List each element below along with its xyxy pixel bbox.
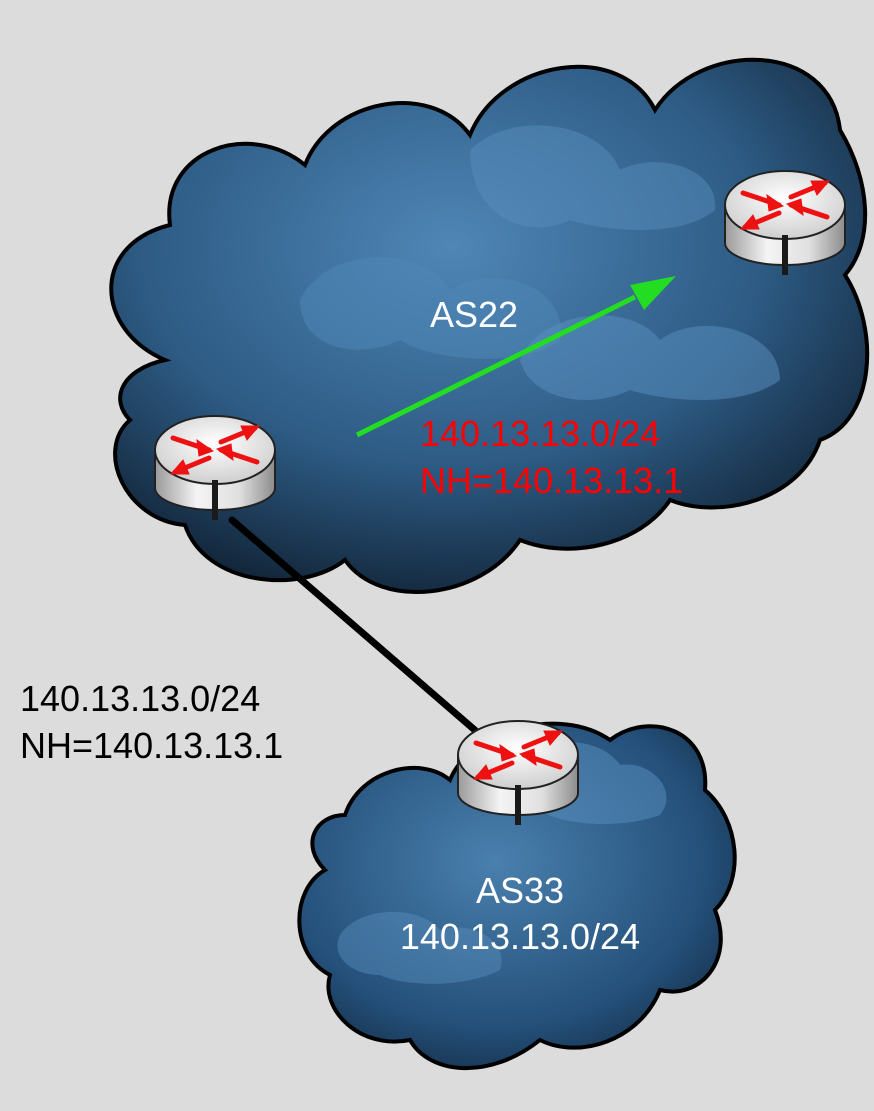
router-icon [458, 721, 578, 825]
as33-cloud [297, 721, 737, 1071]
as22-label: AS22 [430, 294, 519, 335]
as22-cloud [109, 57, 870, 595]
as33-prefix: 140.13.13.0/24 [399, 916, 641, 957]
router-icon [725, 171, 845, 275]
router-icon [155, 416, 275, 520]
as22-advertised-next-hop: NH=140.13.13.1 [420, 460, 684, 501]
ebgp-update-next-hop: NH=140.13.13.1 [20, 725, 284, 766]
ebgp-update-prefix: 140.13.13.0/24 [20, 678, 261, 719]
as22-advertised-prefix: 140.13.13.0/24 [420, 413, 661, 454]
ebgp-link [228, 516, 488, 742]
ibgp-advertisement-arrow [355, 276, 676, 438]
as33-label: AS33 [475, 870, 565, 911]
